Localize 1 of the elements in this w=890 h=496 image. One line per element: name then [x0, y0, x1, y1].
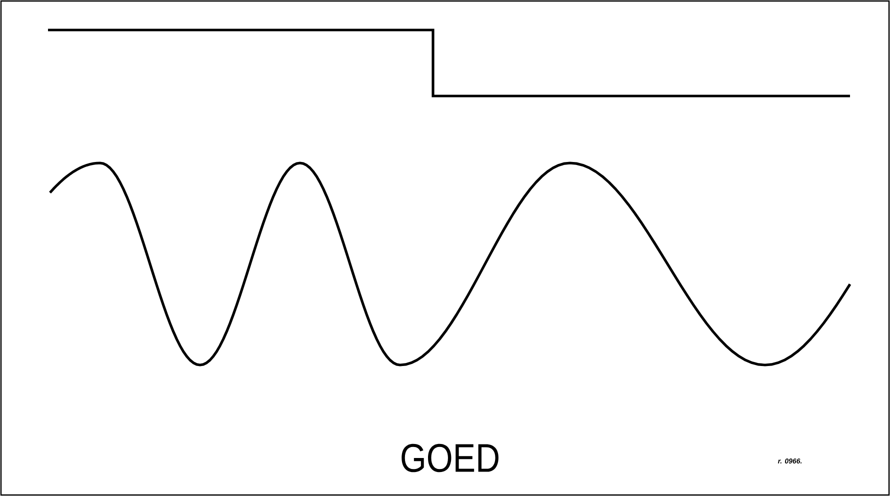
big-label: GOED [402, 444, 498, 472]
